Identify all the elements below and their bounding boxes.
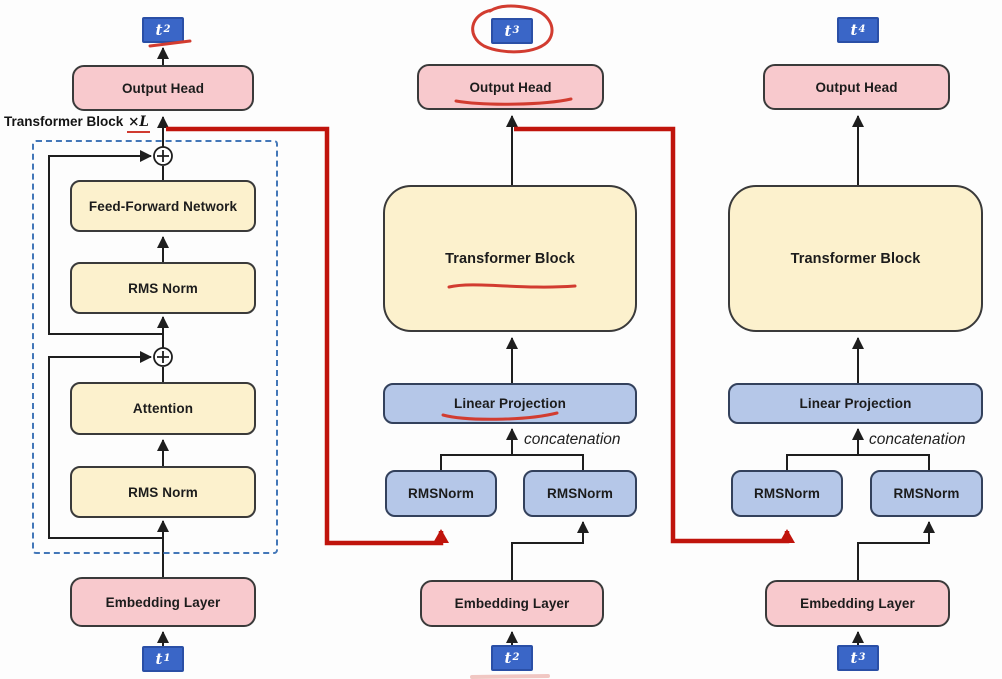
rmsnorm-right-right: RMSNorm <box>870 470 983 517</box>
rmsnorm-left-middle: RMSNorm <box>385 470 497 517</box>
arrow-embedding-to-rmsnorm-right-mid <box>511 521 589 580</box>
concatenation-label-middle: concatenation <box>524 431 621 449</box>
rmsnorm-label: RMSNorm <box>754 486 820 501</box>
block-multiplier: ×L <box>127 114 150 133</box>
concatenation-text: concatenation <box>869 431 966 448</box>
concat-junction-mid <box>440 454 584 470</box>
attention-box: Attention <box>70 382 256 435</box>
rmsnorm-label: RMSNorm <box>547 486 613 501</box>
transformer-block-right: Transformer Block <box>728 185 983 332</box>
linear-projection-label: Linear Projection <box>454 396 566 411</box>
embedding-label: Embedding Layer <box>800 596 915 611</box>
embedding-layer-middle: Embedding Layer <box>420 580 604 627</box>
token-base: t <box>504 649 512 667</box>
rms-norm-top-label: RMS Norm <box>128 280 198 296</box>
arrow-embedding-to-rmsnorm-right-right <box>857 521 935 580</box>
concat-junction-right <box>786 454 930 470</box>
transformer-block-label: Transformer Block ×L <box>4 114 150 133</box>
token-base: t <box>850 649 858 667</box>
embedding-layer-right: Embedding Layer <box>765 580 950 627</box>
token-base: t <box>850 21 858 39</box>
transformer-block-label: Transformer Block <box>790 250 921 267</box>
token-base: t <box>155 650 163 668</box>
rms-norm-top-box: RMS Norm <box>70 262 256 314</box>
transformer-block-middle: Transformer Block <box>383 185 637 332</box>
rmsnorm-left-right: RMSNorm <box>731 470 843 517</box>
output-head-label: Output Head <box>815 79 898 95</box>
linear-projection-middle: Linear Projection <box>383 383 637 424</box>
skip-connection-1 <box>48 150 163 335</box>
concatenation-label-right: concatenation <box>869 431 966 449</box>
rmsnorm-label: RMSNorm <box>893 486 960 501</box>
embedding-layer-left: Embedding Layer <box>70 577 256 627</box>
token-base: t <box>155 21 163 39</box>
output-head-label: Output Head <box>121 80 205 96</box>
output-head-label: Output Head <box>469 79 552 95</box>
linear-projection-right: Linear Projection <box>728 383 983 424</box>
rms-norm-bottom-box: RMS Norm <box>70 466 256 518</box>
rms-norm-bottom-label: RMS Norm <box>128 484 198 500</box>
skip-connection-2 <box>48 351 163 539</box>
output-head-right: Output Head <box>763 64 950 110</box>
feed-forward-network-box: Feed-Forward Network <box>70 180 256 232</box>
rmsnorm-label: RMSNorm <box>408 486 474 501</box>
concatenation-text: concatenation <box>524 431 621 448</box>
transformer-block-label: Transformer Block <box>445 250 575 267</box>
embedding-label: Embedding Layer <box>105 594 221 610</box>
output-head-middle: Output Head <box>417 64 604 110</box>
attention-label: Attention <box>132 401 194 416</box>
rmsnorm-right-middle: RMSNorm <box>523 470 637 517</box>
ffn-label: Feed-Forward Network <box>88 198 238 214</box>
linear-projection-label: Linear Projection <box>799 396 912 411</box>
token-base: t <box>504 22 512 40</box>
output-head-left: Output Head <box>72 65 254 111</box>
embedding-label: Embedding Layer <box>454 596 570 611</box>
block-label-text: Transformer Block <box>4 114 124 129</box>
